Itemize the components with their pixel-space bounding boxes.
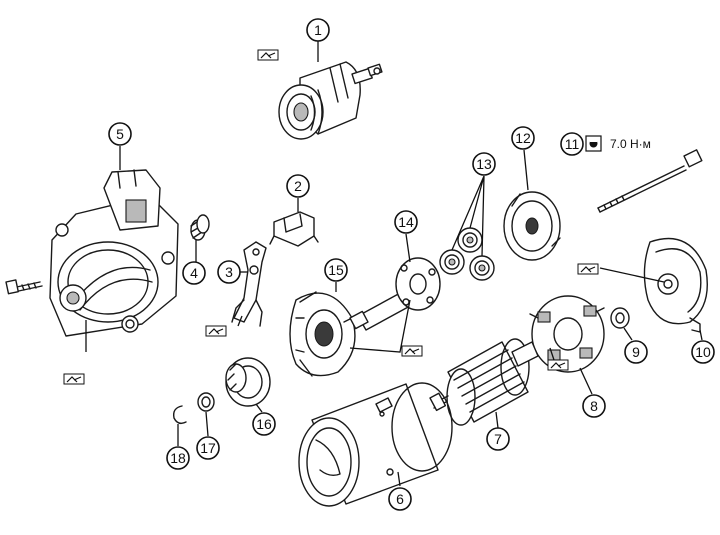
callout-1[interactable]: 1 xyxy=(306,18,330,42)
bushing-part xyxy=(190,214,210,241)
callout-16[interactable]: 16 xyxy=(252,412,276,436)
callout-12[interactable]: 12 xyxy=(511,126,535,150)
pinion-gear-part xyxy=(225,357,271,407)
callout-11[interactable]: 11 xyxy=(560,132,584,156)
callout-5[interactable]: 5 xyxy=(108,122,132,146)
callout-18[interactable]: 18 xyxy=(166,446,190,470)
callout-10[interactable]: 10 xyxy=(691,340,715,364)
through-bolt-part xyxy=(597,149,703,213)
rear-cover-part xyxy=(643,237,708,333)
grease-symbol-icon xyxy=(63,49,599,385)
brush-holder-part xyxy=(529,295,605,373)
callout-17[interactable]: 17 xyxy=(196,436,220,460)
callout-5-label: 5 xyxy=(116,126,124,142)
callout-3[interactable]: 3 xyxy=(217,260,241,284)
leader-lines xyxy=(85,40,703,487)
callout-9[interactable]: 9 xyxy=(624,340,648,364)
callout-6-label: 6 xyxy=(396,491,404,507)
callout-3-label: 3 xyxy=(225,264,233,280)
planetary-gears-part xyxy=(439,227,495,281)
callout-15[interactable]: 15 xyxy=(324,258,348,282)
callout-8[interactable]: 8 xyxy=(582,394,606,418)
solenoid-switch-part xyxy=(278,61,383,140)
callout-10-label: 10 xyxy=(695,344,711,360)
callout-16-label: 16 xyxy=(256,416,272,432)
snap-ring-part xyxy=(172,405,187,425)
center-plate-part xyxy=(289,291,361,377)
front-housing-part xyxy=(5,169,179,337)
callout-14[interactable]: 14 xyxy=(394,210,418,234)
callout-2[interactable]: 2 xyxy=(286,174,310,198)
callout-4-label: 4 xyxy=(190,265,198,281)
wrench-torque-icon xyxy=(585,135,602,152)
callout-14-label: 14 xyxy=(398,214,414,230)
lever-holder-part xyxy=(269,211,319,247)
callout-7[interactable]: 7 xyxy=(486,427,510,451)
callout-11-label: 11 xyxy=(565,136,580,152)
callout-4[interactable]: 4 xyxy=(182,261,206,285)
callout-13[interactable]: 13 xyxy=(472,152,496,176)
rear-bearing-part xyxy=(610,307,630,329)
callout-7-label: 7 xyxy=(494,431,502,447)
callout-2-label: 2 xyxy=(294,178,302,194)
internal-gear-part xyxy=(503,191,561,261)
callout-12-label: 12 xyxy=(515,130,531,146)
armature-part xyxy=(429,338,539,426)
callout-8-label: 8 xyxy=(590,398,598,414)
torque-spec-label: 7.0 Н·м xyxy=(610,137,651,151)
callout-9-label: 9 xyxy=(632,344,640,360)
callout-1-label: 1 xyxy=(314,22,322,38)
callout-18-label: 18 xyxy=(170,450,186,466)
callout-17-label: 17 xyxy=(200,440,216,456)
yoke-part xyxy=(298,382,453,507)
callout-13-label: 13 xyxy=(476,156,492,172)
stop-collar-part xyxy=(197,392,215,412)
callout-15-label: 15 xyxy=(328,262,344,278)
shift-lever-part xyxy=(231,241,267,327)
planet-carrier-shaft-part xyxy=(349,257,441,331)
callout-6[interactable]: 6 xyxy=(388,487,412,511)
